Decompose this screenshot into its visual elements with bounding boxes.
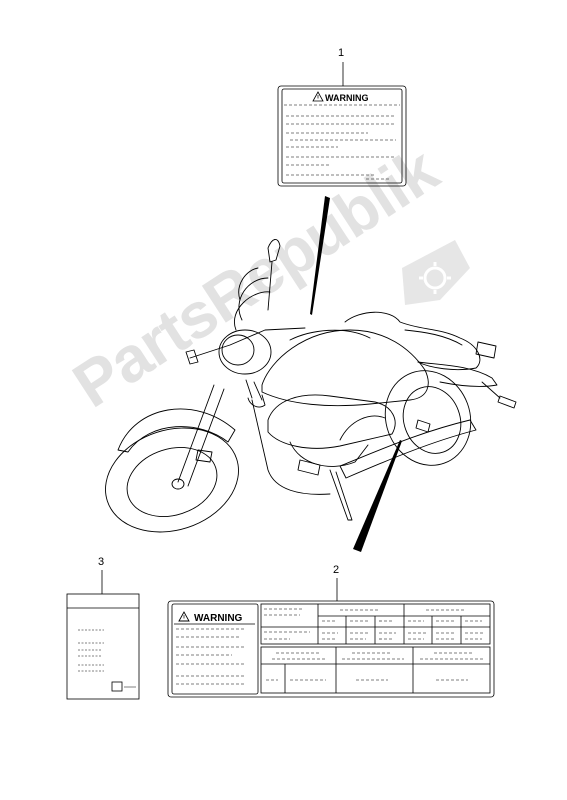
label-2-outer	[167, 600, 495, 698]
warning-triangle-icon	[312, 91, 324, 102]
label-1-inner	[281, 88, 403, 184]
label-2	[167, 578, 495, 698]
label-1	[277, 62, 407, 187]
warning-triangle-icon	[178, 611, 190, 622]
label-1-text-lines	[284, 104, 400, 180]
gear-icon	[402, 240, 470, 305]
label-2-pointer	[353, 440, 402, 552]
motorcycle-outline	[105, 239, 517, 533]
callout-2: 2	[333, 564, 340, 576]
label-2-text-lines	[176, 628, 246, 685]
label-1-pointer	[310, 196, 330, 315]
label-2-heading: WARNING	[194, 613, 243, 624]
label-1-outer	[277, 85, 407, 187]
label-3-symbol	[111, 681, 123, 692]
label-3	[66, 570, 140, 700]
label-2-warning-panel	[171, 603, 259, 695]
callout-3: 3	[98, 556, 105, 568]
label-3-outer	[66, 593, 140, 700]
label-3-text-lines	[78, 629, 104, 672]
label-2-table-bottom	[260, 646, 491, 694]
label-1-heading: WARNING	[325, 93, 369, 103]
callout-1: 1	[338, 47, 345, 59]
label-2-table-top	[260, 603, 491, 645]
